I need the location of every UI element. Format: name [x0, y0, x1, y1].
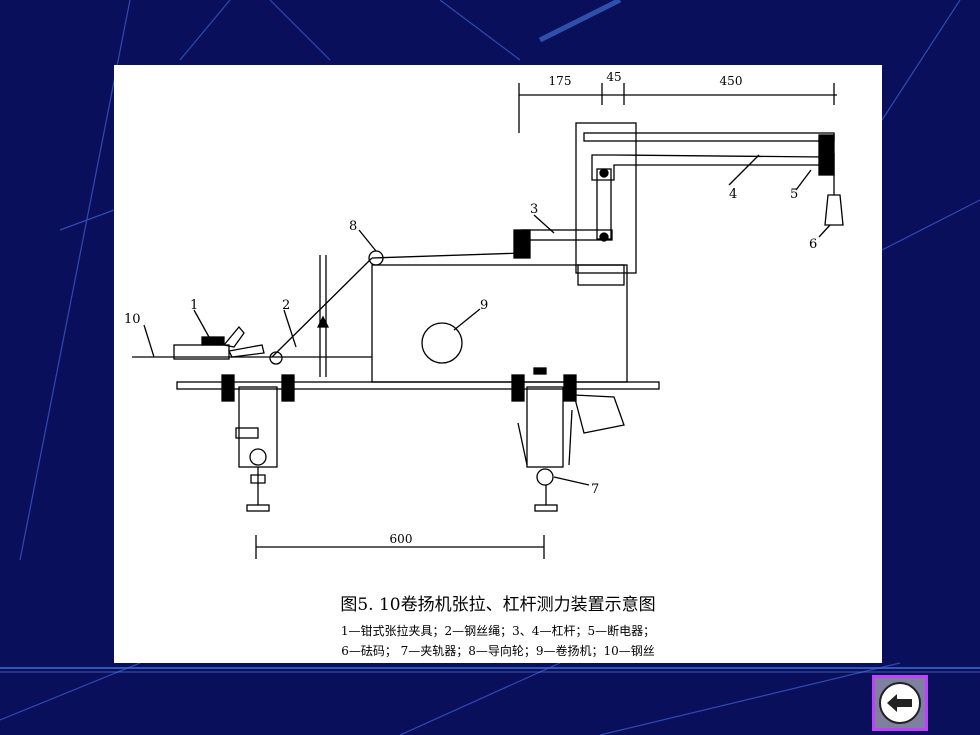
back-button[interactable]	[872, 675, 928, 731]
callout-2: 2	[282, 298, 290, 313]
dimension-45: 45	[606, 70, 621, 84]
winch-tension-diagram: 175 45 450 600 1 2 3 4 5 6 7 8 9 10	[124, 70, 844, 559]
callout-6: 6	[809, 237, 817, 252]
callout-7: 7	[591, 482, 599, 497]
legend-line-2: 6—砝码； 7—夹轨器；8—导向轮；9—卷扬机；10—钢丝	[341, 644, 655, 658]
dimension-175: 175	[549, 74, 572, 88]
callout-5: 5	[790, 187, 798, 202]
diagram-panel: 175 45 450 600 1 2 3 4 5 6 7 8 9 10 图5. …	[114, 65, 882, 663]
callout-9: 9	[480, 298, 488, 313]
callout-10: 10	[124, 312, 141, 327]
dimension-600: 600	[390, 532, 413, 546]
legend-line-1: 1—钳式张拉夹具；2—钢丝绳；3、4—杠杆；5—断电器；	[340, 624, 656, 638]
callout-4: 4	[729, 187, 737, 202]
callout-1: 1	[190, 298, 198, 313]
callout-8: 8	[349, 219, 357, 234]
dimension-450: 450	[720, 74, 743, 88]
callout-3: 3	[530, 202, 538, 217]
figure-caption: 图5. 10卷扬机张拉、杠杆测力装置示意图	[340, 595, 656, 615]
left-arrow-icon	[879, 682, 921, 724]
